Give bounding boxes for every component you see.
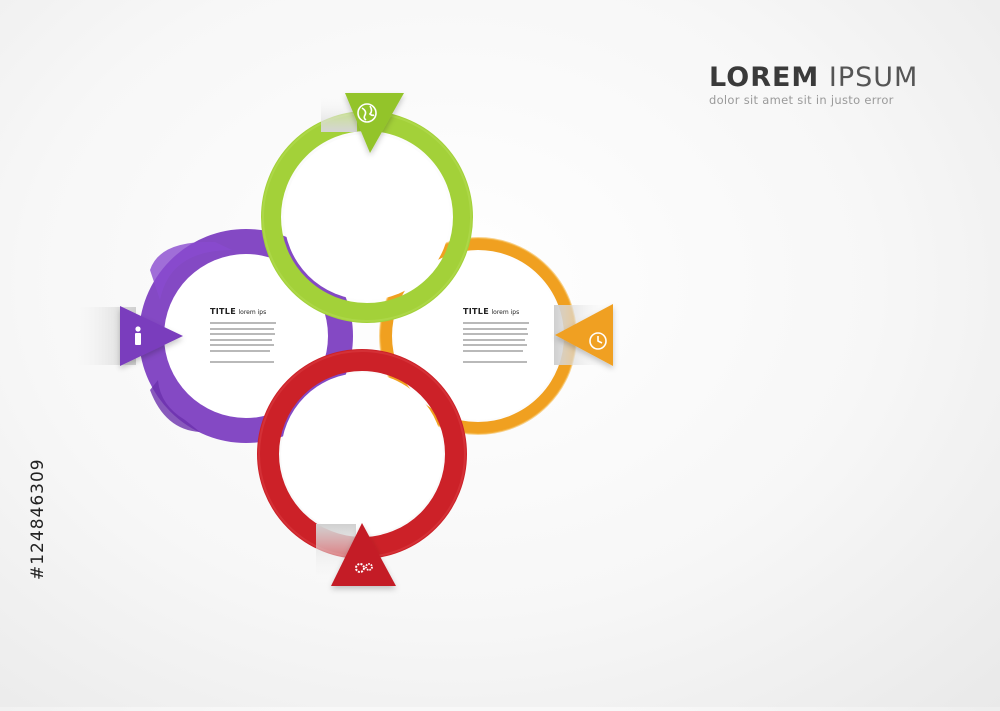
heading-subtitle: dolor sit amet sit in justo error <box>709 93 894 107</box>
orange-arrow-marker <box>555 304 613 366</box>
heading-title-bold: LOREM <box>709 62 820 93</box>
text-block-title-bold: TITLE <box>210 307 236 316</box>
green-ring <box>261 111 473 323</box>
text-block-left: TITLE lorem ips <box>210 307 310 367</box>
text-block-right: TITLE lorem ips <box>463 307 563 367</box>
text-block-title: TITLE lorem ips <box>463 307 563 316</box>
stock-id-label: #124846309 <box>28 458 48 580</box>
heading-title: LOREM IPSUM <box>709 62 949 93</box>
text-block-title-small: lorem ips <box>491 309 520 316</box>
red-arrow-marker <box>331 523 396 586</box>
purple-arrow-marker <box>120 306 183 366</box>
gears-icon <box>355 563 373 573</box>
text-block-title-bold: TITLE <box>463 307 489 316</box>
person-icon <box>135 326 141 345</box>
clock-icon <box>589 332 607 350</box>
globe-icon <box>357 103 377 123</box>
heading-title-light: IPSUM <box>828 62 919 93</box>
placeholder-text-lines <box>463 322 563 363</box>
text-block-title: TITLE lorem ips <box>210 307 310 316</box>
placeholder-text-lines <box>210 322 310 363</box>
text-block-title-small: lorem ips <box>238 309 267 316</box>
heading: LOREM IPSUM dolor sit amet sit in justo … <box>709 62 949 107</box>
